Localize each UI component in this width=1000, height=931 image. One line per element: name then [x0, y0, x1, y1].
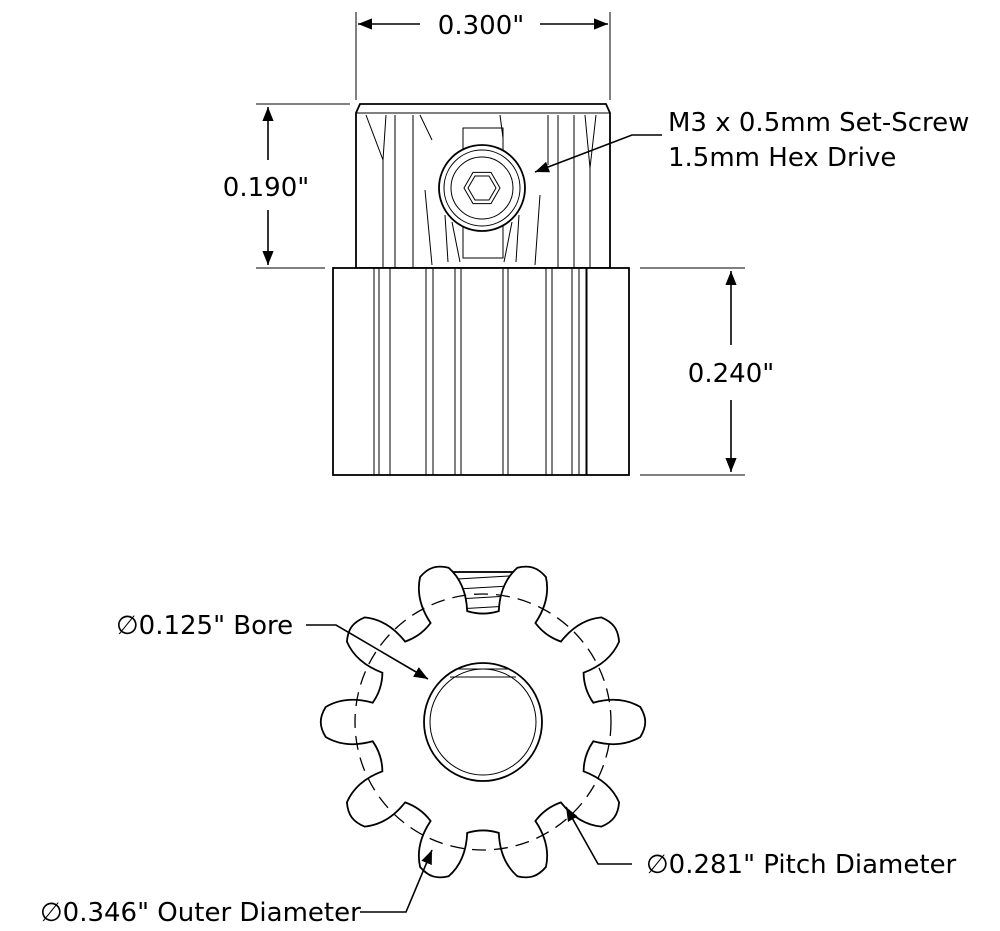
gear-height-dimension: 0.240" — [640, 267, 774, 476]
width-label: 0.300" — [438, 11, 524, 41]
side-view: 0.300" 0.190" 0.240" M3 x 0.5mm Set-Scre… — [223, 11, 969, 476]
hub-flutes — [365, 114, 597, 268]
end-view: ∅0.125" Bore ∅0.281" Pitch Diameter ∅0.3… — [40, 565, 957, 928]
pitch-circle — [354, 593, 612, 851]
setscrew-callout: M3 x 0.5mm Set-Screw 1.5mm Hex Drive — [534, 108, 969, 173]
pitch-diameter-label: ∅0.281" Pitch Diameter — [646, 850, 957, 880]
width-dimension: 0.300" — [355, 11, 611, 100]
bore-callout: ∅0.125" Bore — [116, 611, 429, 680]
hub-height-label: 0.190" — [223, 173, 309, 203]
bore — [423, 662, 543, 782]
setscrew-label-line2: 1.5mm Hex Drive — [668, 143, 896, 173]
outer-diameter-callout: ∅0.346" Outer Diameter — [40, 849, 433, 928]
bore-label: ∅0.125" Bore — [116, 611, 293, 641]
pitch-diameter-callout: ∅0.281" Pitch Diameter — [565, 806, 957, 880]
setscrew-label-line1: M3 x 0.5mm Set-Screw — [668, 108, 969, 138]
gear-height-label: 0.240" — [688, 359, 774, 389]
outer-diameter-label: ∅0.346" Outer Diameter — [40, 898, 361, 928]
gear-body-side — [332, 267, 630, 476]
hub-height-dimension: 0.190" — [223, 103, 350, 269]
setscrew-boss — [438, 127, 526, 263]
gear-tooth-lines — [373, 268, 588, 475]
